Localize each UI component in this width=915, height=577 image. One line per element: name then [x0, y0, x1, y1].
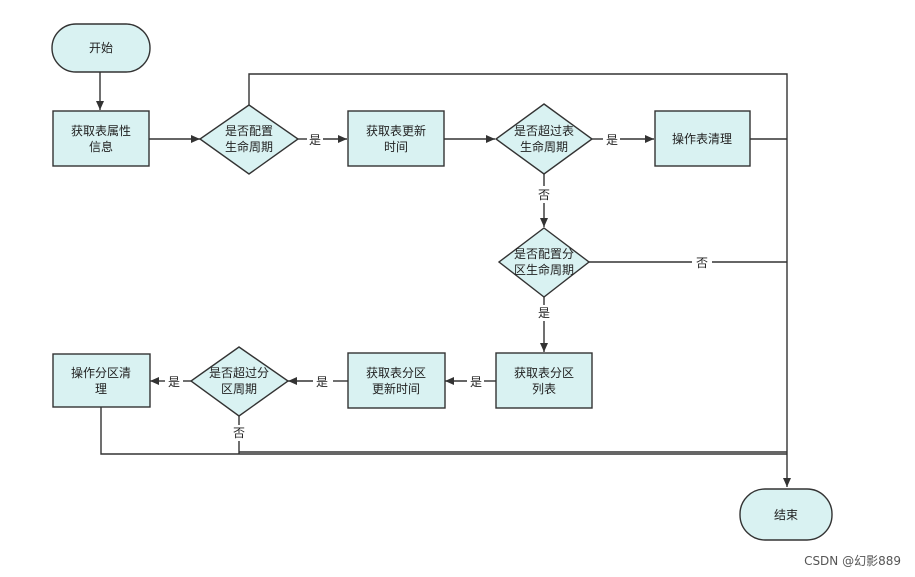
get-partition-list-node: [495, 352, 593, 409]
has-lifecycle-label-1: 是否配置: [225, 124, 273, 138]
has-partition-lifecycle-label-1: 是否配置分: [514, 247, 574, 261]
label-yes-4: 是: [470, 375, 482, 389]
has-lifecycle-node: [198, 104, 300, 175]
label-yes-2: 是: [606, 133, 618, 147]
label-yes-1: 是: [309, 133, 321, 147]
edge-lifecycle-no-to-end: [248, 73, 791, 487]
label-no-2: 否: [696, 256, 708, 270]
start-label: 开始: [89, 41, 113, 55]
start-node: [51, 23, 151, 73]
get-partition-list-label-1: 获取表分区: [514, 366, 574, 380]
end-node: [739, 488, 833, 541]
clean-table-label: 操作表清理: [672, 131, 732, 146]
end-label: 结束: [774, 508, 798, 522]
get-partition-list-label-2: 列表: [532, 382, 556, 396]
get-update-time-label-1: 获取表更新: [366, 123, 426, 138]
over-partition-label-1: 是否超过分: [209, 365, 269, 380]
nodes: [51, 23, 833, 541]
label-yes-6: 是: [168, 375, 180, 389]
label-yes-3: 是: [538, 306, 550, 320]
get-table-props-label-2: 信息: [89, 139, 113, 154]
label-yes-5: 是: [316, 375, 328, 389]
get-partition-update-label-2: 更新时间: [372, 381, 420, 396]
get-update-time-node: [347, 110, 445, 167]
clean-partition-node: [52, 353, 151, 408]
over-lifecycle-node: [494, 103, 594, 175]
label-no-3: 否: [233, 426, 245, 440]
clean-partition-label-2: 理: [95, 382, 107, 396]
edge-labels: 是 是 否 否 是 是 是 是 否: [168, 133, 708, 440]
has-lifecycle-label-2: 生命周期: [225, 139, 273, 154]
get-partition-update-label-1: 获取表分区: [366, 366, 426, 380]
get-table-props-node: [52, 110, 150, 167]
get-table-props-label-1: 获取表属性: [71, 124, 131, 138]
node-labels: 开始 获取表属性 信息 是否配置 生命周期 获取表更新 时间 是否超过表 生命周…: [71, 41, 798, 522]
edge-cleanpart-to-end: [100, 407, 787, 455]
label-no-1: 否: [538, 188, 550, 202]
has-partition-lifecycle-label-2: 区生命周期: [514, 262, 574, 277]
has-partition-lifecycle-node: [497, 227, 591, 298]
over-lifecycle-label-2: 生命周期: [520, 139, 568, 154]
over-partition-label-2: 区周期: [221, 382, 257, 396]
get-update-time-label-2: 时间: [384, 140, 408, 154]
get-partition-update-node: [347, 352, 446, 409]
watermark: CSDN @幻影889: [804, 554, 901, 568]
over-partition-node: [189, 346, 290, 417]
clean-table-node: [654, 110, 751, 167]
connectors: [96, 72, 791, 487]
clean-partition-label-1: 操作分区清: [71, 365, 131, 380]
over-lifecycle-label-1: 是否超过表: [514, 123, 574, 138]
